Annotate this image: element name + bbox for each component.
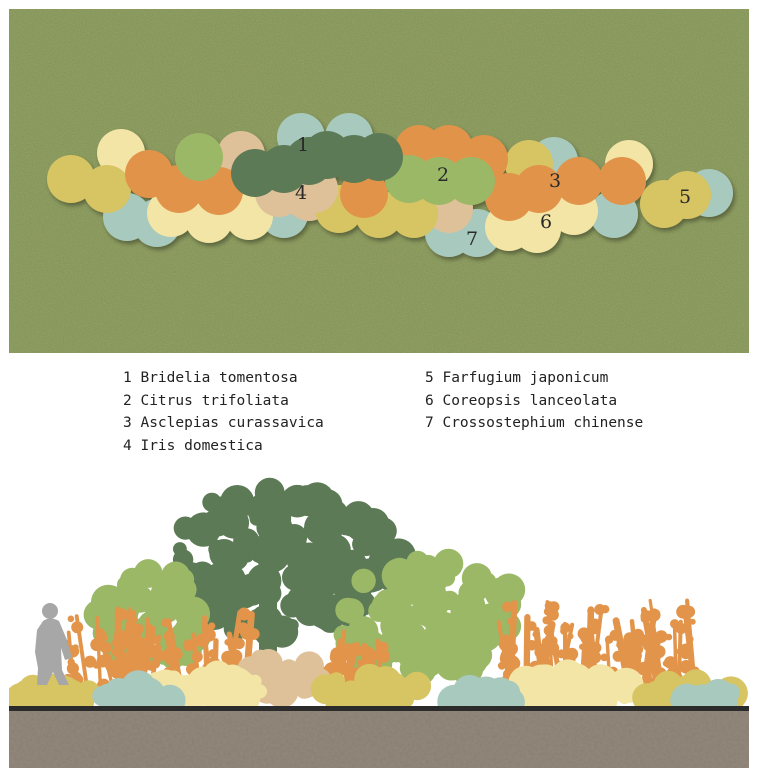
legend-column-left: 1 Bridelia tomentosa 2 Citrus trifoliata… xyxy=(123,367,324,457)
plant-number-2: 2 xyxy=(437,164,449,186)
plant-number-7: 7 xyxy=(466,228,478,250)
legend-item-crossostephium: 7 Crossostephium chinense xyxy=(425,415,644,431)
ground-line xyxy=(9,706,749,711)
section-crossostephium-left xyxy=(92,670,186,721)
section-drawing xyxy=(9,477,749,768)
legend-item-iris: 4 Iris domestica xyxy=(123,437,263,454)
plant-number-3: 3 xyxy=(549,170,561,192)
plant-number-1: 1 xyxy=(297,134,309,156)
section-front-layer xyxy=(9,659,748,724)
plant-circle-farfugium xyxy=(390,190,438,238)
legend-item-asclepias: 3 Asclepias curassavica xyxy=(123,415,324,431)
legend-item-citrus: 2 Citrus trifoliata xyxy=(123,392,289,409)
planting-circles xyxy=(47,113,733,257)
plant-circle-farfugium xyxy=(83,165,131,213)
legend-column-right: 5 Farfugium japonicum 6 Coreopsis lanceo… xyxy=(425,367,643,435)
person-silhouette xyxy=(35,603,72,685)
plant-circle-bridelia xyxy=(355,133,403,181)
plan-drawing: 1 2 3 4 5 6 7 xyxy=(9,9,749,353)
plant-circle-asclepias xyxy=(515,165,563,213)
plant-circle-citrus xyxy=(175,133,223,181)
plan-view: 1 2 3 4 5 6 7 xyxy=(9,9,749,353)
plant-number-labels: 1 2 3 4 5 6 7 xyxy=(295,134,691,250)
section-tree-bridelia xyxy=(172,477,416,648)
section-view xyxy=(9,470,749,768)
plant-circle-farfugium xyxy=(663,171,711,219)
plant-number-5: 5 xyxy=(679,186,691,208)
legend: 1 Bridelia tomentosa 2 Citrus trifoliata… xyxy=(0,355,757,465)
plant-circle-farfugium xyxy=(47,155,95,203)
plant-circle-coreopsis xyxy=(513,205,561,253)
soil-texture xyxy=(9,707,749,768)
plant-number-6: 6 xyxy=(540,211,552,233)
plant-number-4: 4 xyxy=(295,182,307,204)
plant-circle-citrus xyxy=(447,157,495,205)
section-shrub-citrus-right xyxy=(333,548,526,685)
plant-circle-asclepias xyxy=(598,157,646,205)
section-back-layer xyxy=(172,477,416,700)
legend-item-coreopsis: 6 Coreopsis lanceolata xyxy=(425,392,618,409)
legend-item-farfugium: 5 Farfugium japonicum xyxy=(425,370,609,386)
plant-circle-asclepias xyxy=(555,157,603,205)
legend-item-bridelia: 1 Bridelia tomentosa xyxy=(123,370,298,386)
